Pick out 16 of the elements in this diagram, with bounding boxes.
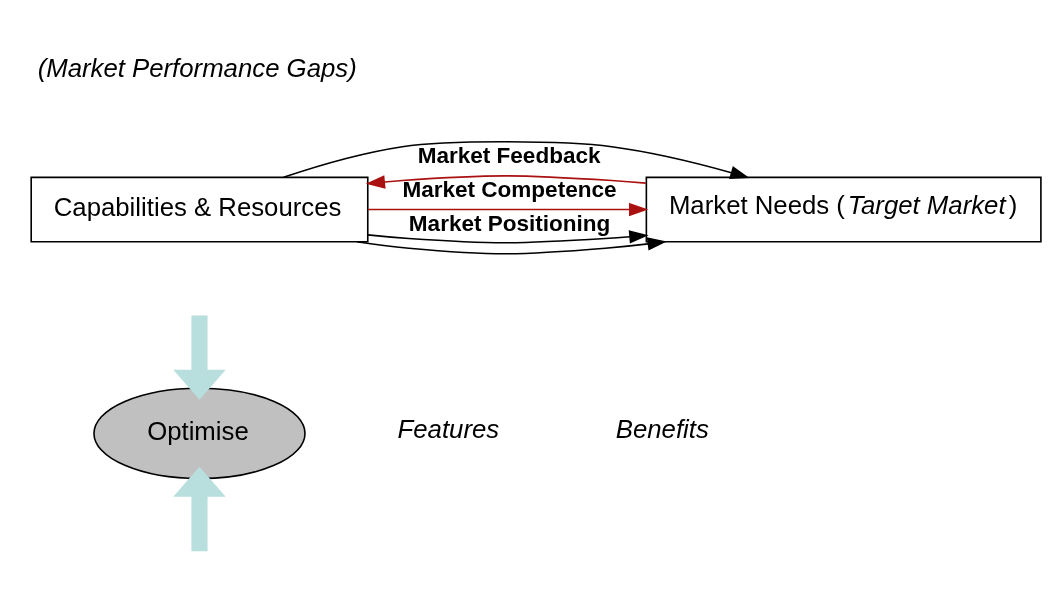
edge-label: Market Feedback <box>417 142 601 168</box>
arrow <box>367 229 649 244</box>
arrow <box>173 314 226 400</box>
node-box: Market Needs (Target Market) <box>645 176 1042 243</box>
arrow <box>173 466 226 551</box>
label: Features <box>397 414 500 443</box>
edge-label: Market Competence <box>402 176 617 202</box>
node-box: Capabilities & Resources <box>30 176 369 243</box>
node-ellipse: Optimise <box>93 386 306 479</box>
arrow <box>356 236 667 255</box>
label: Benefits <box>615 414 709 443</box>
arrow <box>365 174 647 189</box>
edge-label: Market Positioning <box>408 210 611 236</box>
label: (Market Performance Gaps) <box>37 53 357 82</box>
arrow <box>367 202 649 216</box>
arrow <box>282 140 750 179</box>
